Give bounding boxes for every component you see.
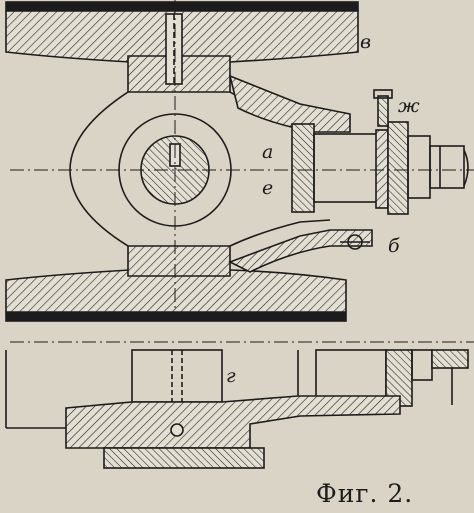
figure-caption: Фиг. 2. bbox=[316, 479, 413, 508]
label-b: б bbox=[388, 235, 400, 257]
housing-body bbox=[69, 74, 373, 273]
top-flange bbox=[5, 1, 359, 93]
bottom-flange bbox=[5, 245, 347, 322]
lower-view bbox=[5, 349, 469, 469]
center-lines bbox=[10, 0, 474, 343]
label-g: г bbox=[226, 365, 236, 387]
label-zh: ж bbox=[398, 95, 420, 117]
label-a: а bbox=[262, 141, 273, 163]
label-e: е bbox=[262, 177, 273, 199]
label-v: в bbox=[360, 31, 371, 53]
side-assembly bbox=[291, 89, 469, 250]
